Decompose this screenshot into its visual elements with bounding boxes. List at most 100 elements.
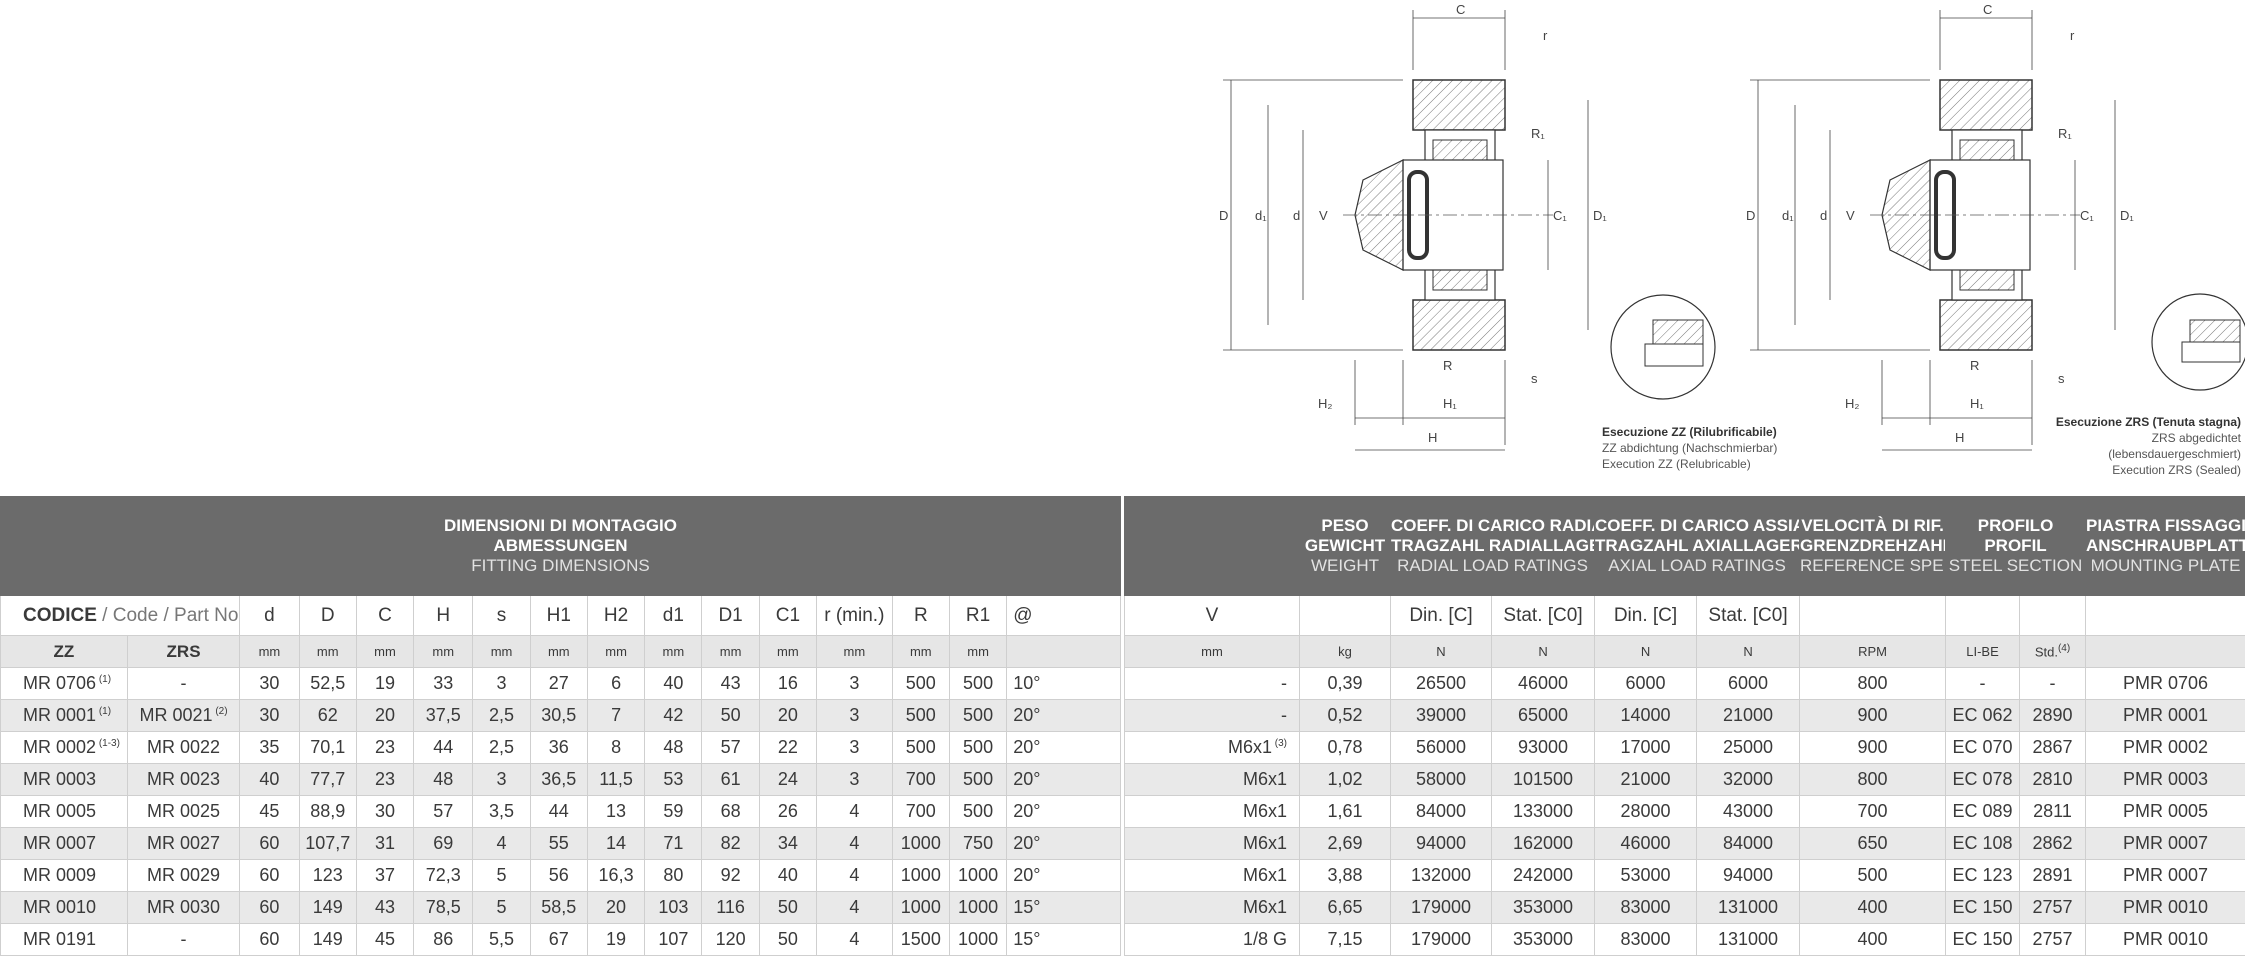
code-zz: MR 0002 (1-3)	[0, 731, 128, 764]
value-cell: 19	[586, 923, 646, 956]
unit-cell	[1006, 635, 1121, 668]
value-cell: 14	[586, 827, 646, 860]
value-cell: 8	[586, 731, 646, 764]
sym-libe	[1945, 595, 2021, 636]
profile-de: PROFIL	[1984, 536, 2047, 555]
symbol-header-row: V Din. [C] Stat. [C0] Din. [C] Stat. [C0…	[1124, 595, 2245, 636]
group-header-radial: COEFF. DI CARICO RADIALE TRAGZAHL RADIAL…	[1389, 496, 1596, 596]
col-zrs-header: ZRS	[126, 635, 241, 668]
value-cell: 700	[891, 763, 950, 796]
value-cell: 4	[816, 859, 893, 892]
value-cell: 6	[586, 667, 646, 700]
value-cell: 17000	[1594, 731, 1698, 764]
group-header-plate: PIASTRA FISSAGGIO ANSCHRAUBPLATTE MOUNTI…	[2085, 496, 2245, 596]
dim-r-small: r	[2070, 28, 2075, 43]
unit-cell: mm	[586, 635, 646, 668]
value-cell: 86	[413, 923, 474, 956]
unit-header-row: mm kg N N N N RPM LI-BE Std.(4)	[1124, 635, 2245, 668]
value-cell: 20°	[1006, 827, 1121, 860]
value-cell: 70,1	[298, 731, 357, 764]
group-header-blank	[1124, 496, 1300, 596]
value-cell: 30,5	[529, 699, 588, 732]
value-cell: 43	[701, 667, 760, 700]
unit-cell: mm	[891, 635, 950, 668]
sym-D1: D1	[701, 595, 760, 636]
value-cell: 700	[1799, 795, 1947, 828]
dim-d1: d₁	[1782, 208, 1794, 223]
value-cell: 43000	[1696, 795, 1801, 828]
value-cell: 5	[472, 859, 531, 892]
value-cell: 46000	[1490, 667, 1596, 700]
value-cell: EC 108	[1945, 827, 2021, 860]
unit-std: Std.	[2034, 644, 2058, 660]
code-zz: MR 0009	[0, 859, 128, 892]
dim-d1: d₁	[1255, 208, 1267, 223]
value-cell: 750	[948, 827, 1008, 860]
value-cell: 20	[758, 699, 818, 732]
sym-r-min: r (min.)	[816, 595, 893, 636]
unit-cell: kg	[1299, 635, 1391, 668]
thread-v-text: M6x1	[1227, 737, 1272, 757]
code-header-part: Part No.	[174, 604, 240, 626]
value-cell: 71	[644, 827, 703, 860]
value-cell: 2862	[2019, 827, 2087, 860]
value-cell: 20°	[1006, 731, 1121, 764]
value-cell: 2810	[2019, 763, 2087, 796]
dim-r1: R₁	[1531, 126, 1545, 141]
code-zz: MR 0010	[0, 891, 128, 924]
sym-axial-din: Din. [C]	[1594, 595, 1698, 636]
value-cell: 31	[355, 827, 415, 860]
value-cell: 116	[701, 891, 760, 924]
value-cell: 3	[816, 731, 893, 764]
value-cell: 20	[586, 891, 646, 924]
code-zrs: MR 0029	[126, 859, 241, 892]
sym-angle: @	[1006, 595, 1121, 636]
value-cell: 0,78	[1299, 731, 1391, 764]
code-zz-text: MR 0005	[23, 801, 97, 821]
value-cell: 60	[239, 923, 300, 956]
value-cell: 5	[472, 891, 531, 924]
value-cell: 43	[355, 891, 415, 924]
sym-plate	[2085, 595, 2245, 636]
value-cell: 36,5	[529, 763, 588, 796]
value-cell: 2891	[2019, 859, 2087, 892]
value-cell: 60	[239, 827, 300, 860]
sym-R1: R1	[948, 595, 1008, 636]
unit-cell: mm	[413, 635, 474, 668]
value-cell: 23	[355, 731, 415, 764]
value-cell: 500	[891, 667, 950, 700]
value-cell: 62	[298, 699, 357, 732]
radial-en: RADIAL LOAD RATINGS	[1397, 556, 1588, 575]
value-cell: 500	[1799, 859, 1947, 892]
value-cell: 65000	[1490, 699, 1596, 732]
value-cell: 25000	[1696, 731, 1801, 764]
value-cell: 61	[701, 763, 760, 796]
value-cell: 27	[529, 667, 588, 700]
value-cell: 26	[758, 795, 818, 828]
code-zrs-text: MR 0030	[147, 897, 221, 917]
dim-c: C	[1983, 2, 1992, 17]
unit-cell: mm	[355, 635, 415, 668]
value-cell: 72,3	[413, 859, 474, 892]
group-header-row: PESO GEWICHT WEIGHT COEFF. DI CARICO RAD…	[1124, 496, 2245, 596]
value-cell: 107	[644, 923, 703, 956]
value-cell: 20°	[1006, 699, 1121, 732]
code-zrs-text: MR 0029	[147, 865, 221, 885]
value-cell: 6000	[1594, 667, 1698, 700]
technical-drawings: C r R₁ D d₁ d V C₁ D₁ R s H₂ H₁ H	[1219, 2, 2245, 451]
dim-c: C	[1456, 2, 1465, 17]
code-zrs: MR 0025	[126, 795, 241, 828]
value-cell: EC 123	[1945, 859, 2021, 892]
unit-cell: mm	[298, 635, 357, 668]
value-cell: PMR 0002	[2085, 731, 2245, 764]
dim-c1: C₁	[1553, 208, 1567, 223]
value-cell: EC 062	[1945, 699, 2021, 732]
sym-weight	[1299, 595, 1391, 636]
unit-cell: mm	[644, 635, 703, 668]
caption-zrs: Esecuzione ZRS (Tenuta stagna) ZRS abged…	[2056, 414, 2241, 478]
value-cell: 48	[644, 731, 703, 764]
value-cell: 0,52	[1299, 699, 1391, 732]
